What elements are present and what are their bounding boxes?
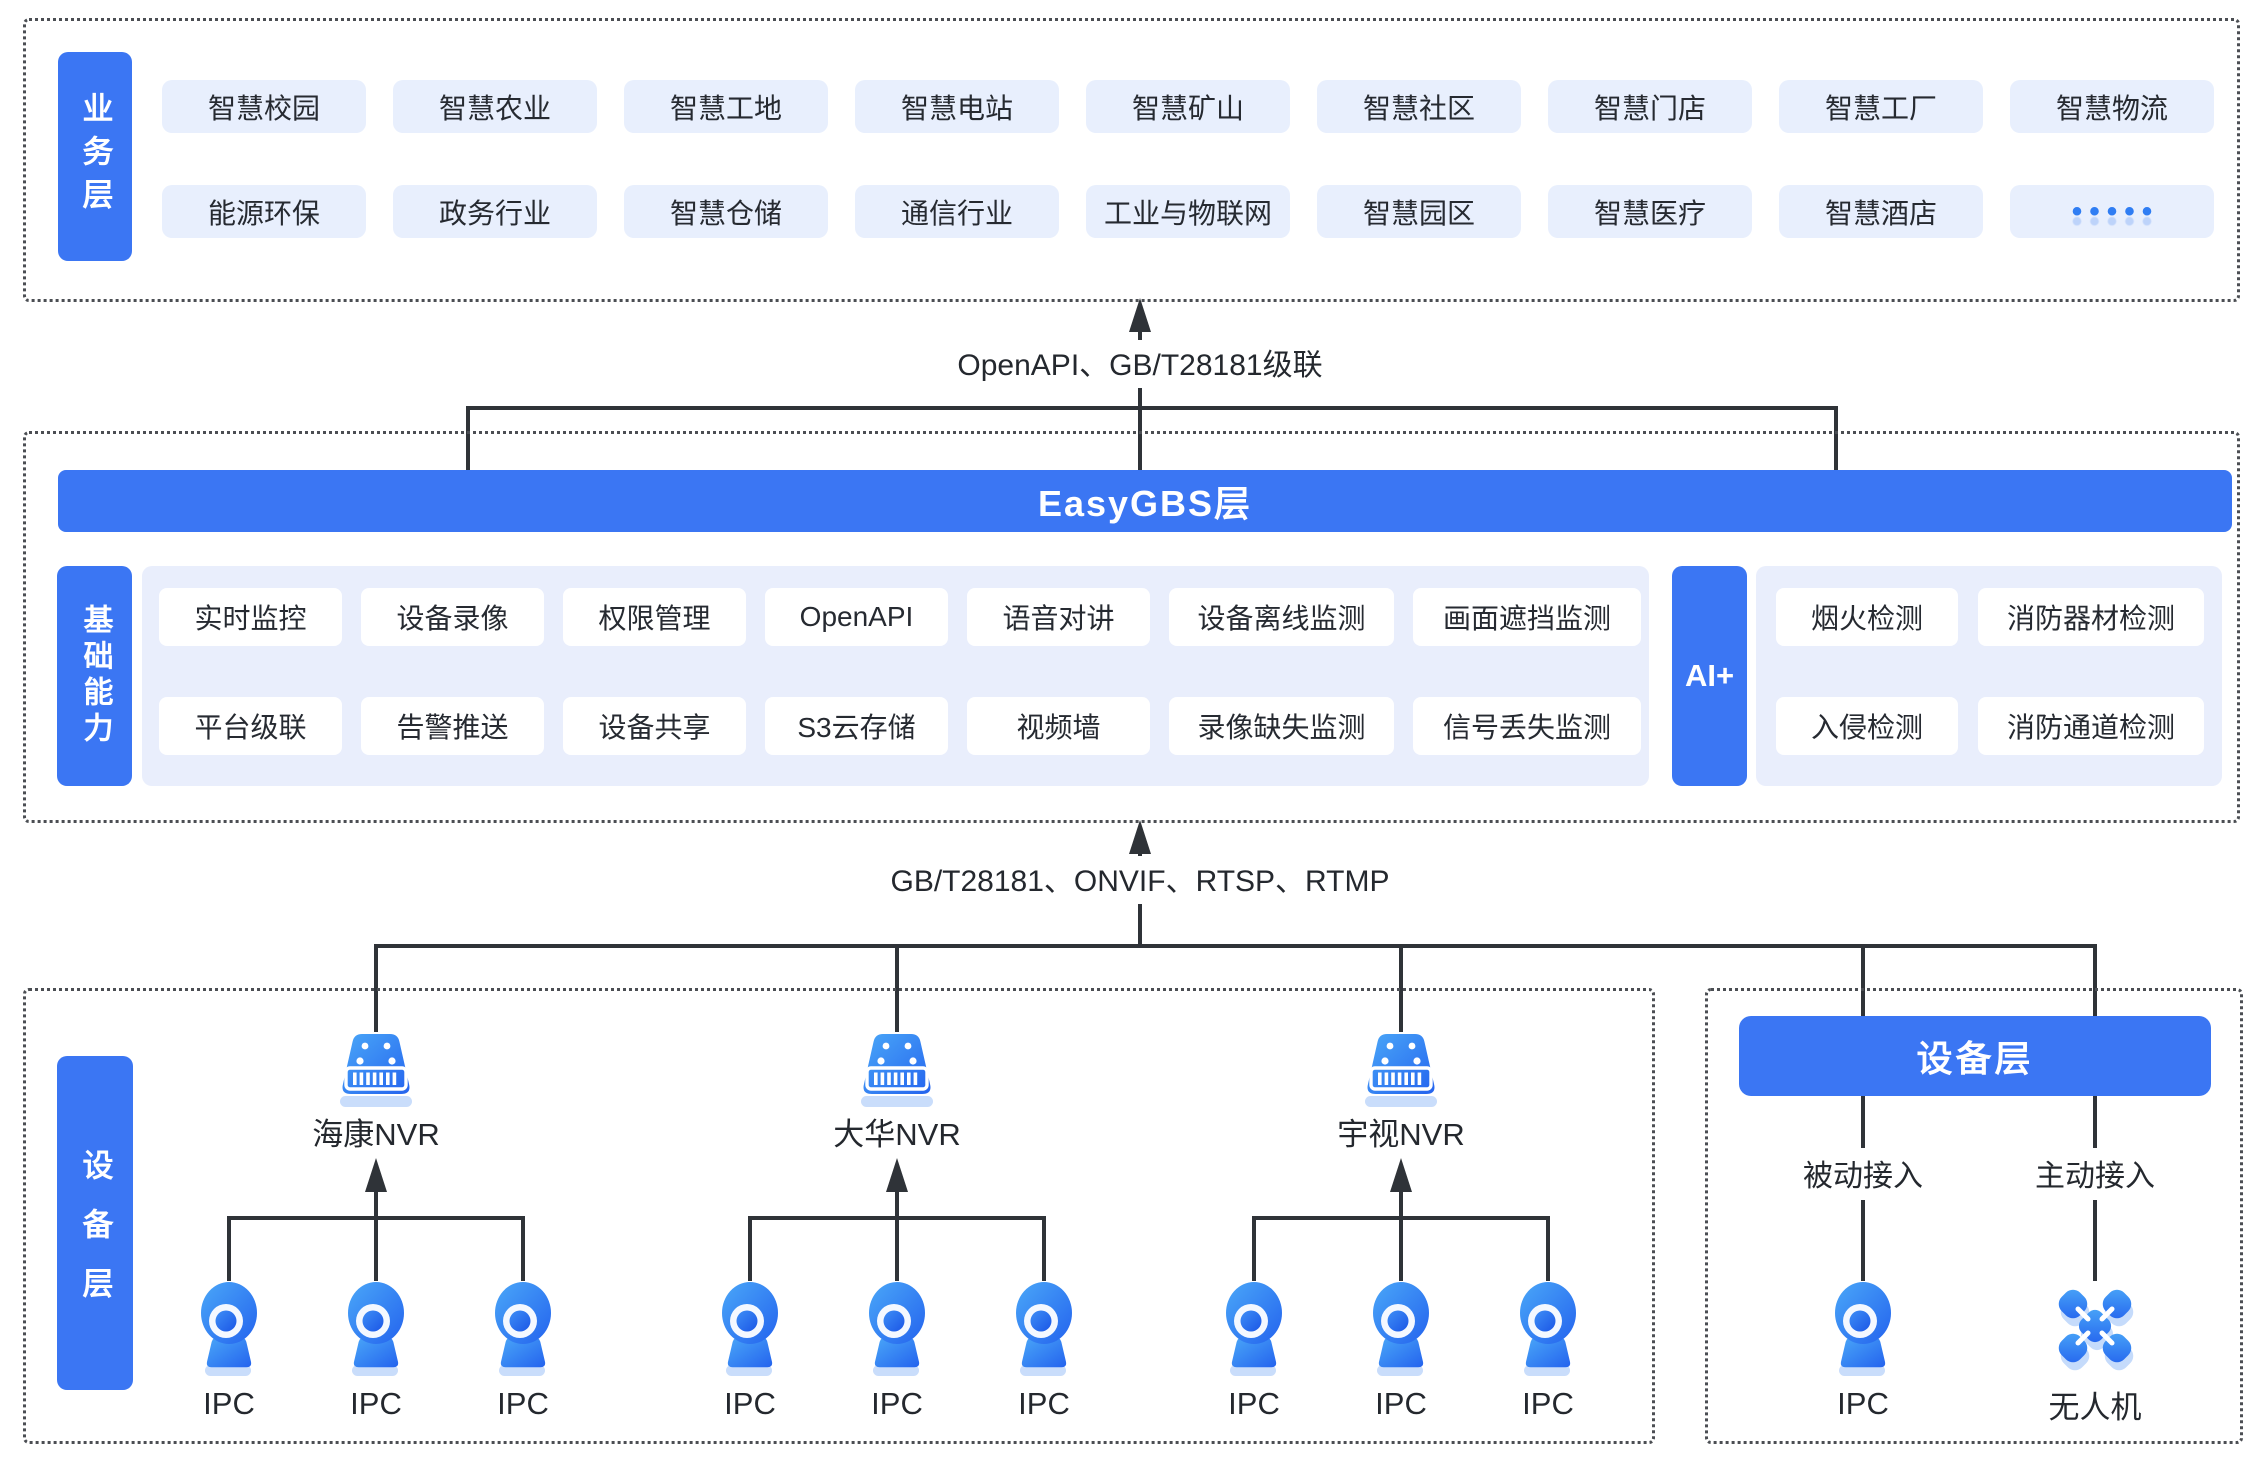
- business-chip: 智慧工地: [624, 80, 828, 133]
- ai-chip: 烟火检测: [1776, 588, 1958, 646]
- ai-chip: 入侵检测: [1776, 697, 1958, 755]
- capability-chip: 设备共享: [563, 697, 746, 755]
- capability-chip: S3云存储: [765, 697, 948, 755]
- easygbs-bar: EasyGBS层: [58, 470, 2232, 532]
- access-mode-label: 被动接入: [1803, 1160, 1923, 1193]
- nvr-label: 大华NVR: [833, 1116, 961, 1152]
- drone-icon: [2057, 1288, 2133, 1368]
- capability-chip: 画面遮挡监测: [1413, 588, 1641, 646]
- business-chip: 智慧园区: [1317, 185, 1521, 238]
- business-chip: 智慧农业: [393, 80, 597, 133]
- ipc-camera-icon: [495, 1282, 551, 1376]
- ipc-camera-icon: [1226, 1282, 1282, 1376]
- capability-chip: 实时监控: [159, 588, 342, 646]
- business-chip: 智慧工厂: [1779, 80, 1983, 133]
- business-chip: 智慧矿山: [1086, 80, 1290, 133]
- ipc-camera-icon: [869, 1282, 925, 1376]
- link-label-bottom: GB/T28181、ONVIF、RTSP、RTMP: [890, 865, 1390, 898]
- access-device-label: IPC: [1837, 1386, 1889, 1421]
- capability-grid: 实时监控 设备录像 权限管理 OpenAPI 语音对讲 设备离线监测 画面遮挡监…: [159, 588, 1641, 755]
- capability-chip: 告警推送: [361, 697, 544, 755]
- link-label-top: OpenAPI、GB/T28181级联: [957, 349, 1323, 382]
- business-chip: 智慧酒店: [1779, 185, 1983, 238]
- business-chip: 智慧仓储: [624, 185, 828, 238]
- ipc-camera-icon: [1016, 1282, 1072, 1376]
- ipc-camera-icon: [1835, 1282, 1891, 1376]
- business-chip: 通信行业: [855, 185, 1059, 238]
- access-device-label: 无人机: [2048, 1389, 2142, 1425]
- business-chip: 工业与物联网: [1086, 185, 1290, 238]
- business-chip-more: •••••: [2010, 185, 2214, 238]
- base-capability-tag: 基础能力: [57, 566, 132, 786]
- business-chip-grid: 智慧校园 智慧农业 智慧工地 智慧电站 智慧矿山 智慧社区 智慧门店 智慧工厂 …: [162, 80, 2214, 238]
- business-chip: 智慧医疗: [1548, 185, 1752, 238]
- business-chip: 智慧物流: [2010, 80, 2214, 133]
- ai-chip: 消防器材检测: [1978, 588, 2204, 646]
- business-chip: 智慧社区: [1317, 80, 1521, 133]
- business-chip: 智慧校园: [162, 80, 366, 133]
- ai-grid: 烟火检测 消防器材检测 入侵检测 消防通道检测: [1776, 588, 2204, 755]
- ipc-camera-icon: [201, 1282, 257, 1376]
- ipc-label: IPC: [350, 1386, 402, 1421]
- business-chip: 智慧电站: [855, 80, 1059, 133]
- nvr-label: 海康NVR: [312, 1116, 440, 1152]
- capability-chip: 平台级联: [159, 697, 342, 755]
- ipc-camera-icon: [348, 1282, 404, 1376]
- ipc-label: IPC: [724, 1386, 776, 1421]
- capability-chip: 录像缺失监测: [1169, 697, 1394, 755]
- device-layer-tag: 设备层: [57, 1056, 133, 1390]
- business-chip: 智慧门店: [1548, 80, 1752, 133]
- capability-chip: 设备离线监测: [1169, 588, 1394, 646]
- ipc-label: IPC: [1018, 1386, 1070, 1421]
- ipc-label: IPC: [497, 1386, 549, 1421]
- more-dots-icon: •••••: [2071, 194, 2160, 228]
- nvr-icon: [338, 1032, 414, 1109]
- ai-chip: 消防通道检测: [1978, 697, 2204, 755]
- ipc-camera-icon: [722, 1282, 778, 1376]
- ipc-label: IPC: [1375, 1386, 1427, 1421]
- nvr-icon: [859, 1032, 935, 1109]
- ai-plus-tag: AI+: [1672, 566, 1747, 786]
- nvr-icon: [1363, 1032, 1439, 1109]
- ipc-camera-icon: [1520, 1282, 1576, 1376]
- business-layer-box: [23, 18, 2240, 302]
- ipc-label: IPC: [1522, 1386, 1574, 1421]
- nvr-label: 宇视NVR: [1337, 1116, 1465, 1152]
- ipc-label: IPC: [1228, 1386, 1280, 1421]
- business-layer-tag: 业务层: [58, 52, 132, 261]
- capability-chip: 信号丢失监测: [1413, 697, 1641, 755]
- easygbs-layer-box: [23, 431, 2240, 823]
- device-layer-box: [23, 988, 1655, 1444]
- access-box: [1705, 988, 2243, 1444]
- ipc-camera-icon: [1373, 1282, 1429, 1376]
- business-chip: 政务行业: [393, 185, 597, 238]
- ipc-label: IPC: [871, 1386, 923, 1421]
- capability-chip: 视频墙: [967, 697, 1150, 755]
- capability-chip: 语音对讲: [967, 588, 1150, 646]
- capability-chip: 设备录像: [361, 588, 544, 646]
- ipc-label: IPC: [203, 1386, 255, 1421]
- access-mode-label: 主动接入: [2035, 1160, 2155, 1193]
- access-header: 设备层: [1739, 1016, 2211, 1096]
- capability-chip: 权限管理: [563, 588, 746, 646]
- capability-chip: OpenAPI: [765, 588, 948, 646]
- business-chip: 能源环保: [162, 185, 366, 238]
